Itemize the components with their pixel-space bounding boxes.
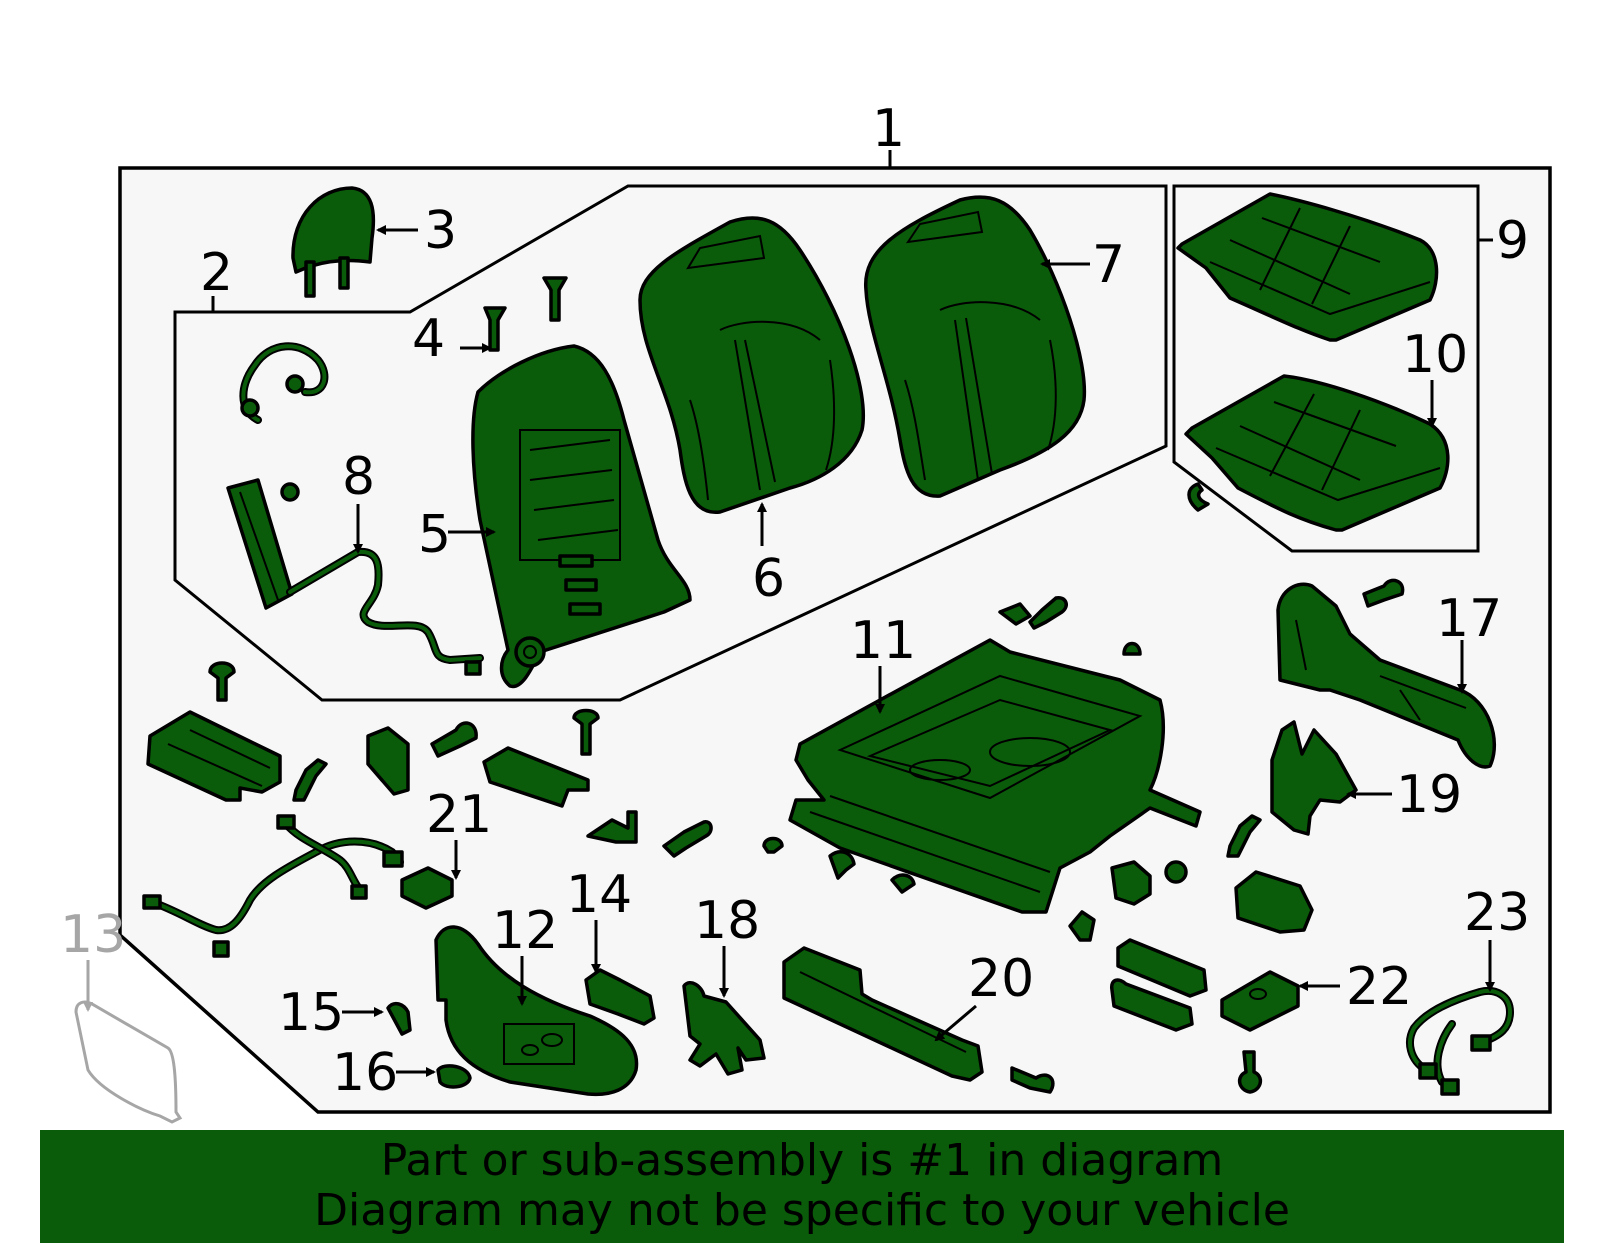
recliner-bracket-part[interactable] [1270,720,1358,836]
airbag-wire-part[interactable] [286,547,484,676]
hook-part[interactable] [292,758,638,844]
motor-part[interactable] [1234,870,1314,934]
button-part[interactable] [436,1064,472,1089]
cushion-pad-part[interactable] [1184,374,1450,532]
callout-17: 17 [1436,589,1502,649]
plug-part[interactable] [386,1001,412,1036]
hook-2-part[interactable] [1226,814,1262,858]
callout-8: 8 [342,447,375,507]
headrest-part[interactable] [291,186,376,298]
callout-1: 1 [872,99,905,159]
clip-part[interactable] [483,276,568,352]
callout-3: 3 [424,201,457,261]
seatback-pad-part[interactable] [638,216,865,514]
seatback-frame-part[interactable] [471,344,692,689]
harness-right-part[interactable] [1406,987,1514,1096]
callout-5: 5 [418,505,451,565]
callout-16: 16 [332,1043,398,1103]
callout-7: 7 [1092,235,1125,295]
callout-2: 2 [200,243,233,303]
wire-clip-part[interactable] [239,342,329,424]
callout-15: 15 [278,983,344,1043]
callout-23: 23 [1464,883,1530,943]
banner-line-1: Part or sub-assembly is #1 in diagram [380,1135,1224,1186]
bolt-7-part[interactable] [1362,578,1405,608]
cover-strip-part[interactable] [482,746,590,808]
knob-part[interactable] [584,968,656,1026]
callout-22: 22 [1346,957,1412,1017]
seat-harness-part[interactable] [142,814,404,958]
callout-13: 13 [60,905,126,965]
bracket-part[interactable] [366,726,410,796]
banner-line-2: Diagram may not be specific to your vehi… [314,1185,1290,1236]
callout-4: 4 [412,309,445,369]
callout-10: 10 [1402,325,1468,385]
switch-part[interactable] [682,981,766,1076]
seatback-cover-part[interactable] [864,195,1087,498]
control-module-part[interactable] [1220,970,1300,1032]
callout-20: 20 [968,949,1034,1009]
bolt-3-part[interactable] [572,708,600,756]
callout-18: 18 [694,891,760,951]
track-cover-right-part[interactable] [1110,938,1208,1032]
callout-12: 12 [492,901,558,961]
bolt-4-part[interactable] [662,820,916,894]
bolt-part[interactable] [208,661,236,702]
callout-14: 14 [566,865,632,925]
seat-frame-part[interactable] [788,602,1202,914]
callout-21: 21 [426,785,492,845]
connector-part[interactable] [400,866,454,910]
side-shield-part[interactable] [434,925,639,1097]
cushion-subassembly-outline [1172,184,1480,553]
cushion-cover-part[interactable] [1176,192,1439,342]
info-banner: Part or sub-assembly is #1 in diagram Di… [40,1130,1564,1243]
seatback-subassembly-outline [173,184,1168,702]
bolt-2-part[interactable] [430,721,478,758]
cushion-clip-part[interactable] [1187,482,1210,512]
callout-9: 9 [1496,211,1529,271]
callout-19: 19 [1396,765,1462,825]
bolt-8-part[interactable] [1237,1050,1263,1094]
callout-11: 11 [850,611,916,671]
callout-6: 6 [752,549,785,609]
lever-bracket-part[interactable] [1068,860,1188,942]
bolt-5-part[interactable] [1010,1066,1055,1094]
track-cover-left-part[interactable] [146,710,282,802]
reference-panel-part [74,1000,183,1124]
bolt-6-part[interactable] [1028,596,1068,630]
side-trim-part[interactable] [1276,582,1497,769]
